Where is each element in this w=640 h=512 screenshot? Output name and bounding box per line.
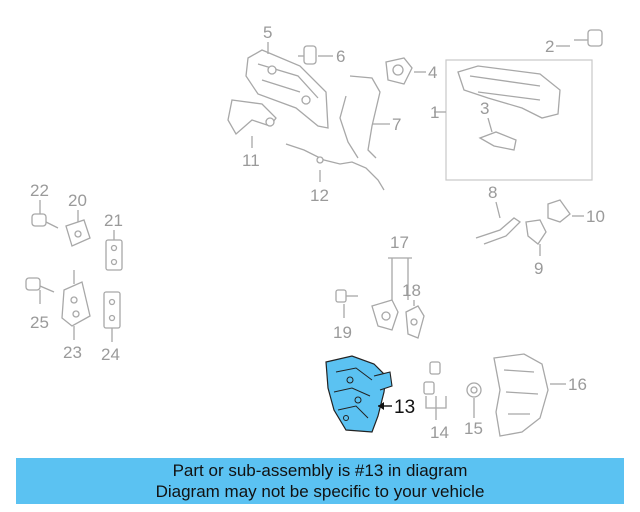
callout-14: 14 — [430, 423, 449, 442]
part-20-hinge: 20 — [65, 191, 91, 247]
part-7-rod: 7 — [339, 75, 401, 159]
parts-diagram: 5 6 4 7 11 12 2 — [25, 23, 605, 442]
callout-16: 16 — [568, 375, 587, 394]
part-6-bolt: 6 — [298, 45, 345, 66]
callout-15: 15 — [464, 419, 483, 438]
callout-19: 19 — [333, 323, 352, 342]
callout-23: 23 — [63, 343, 82, 362]
banner-line-1: Part or sub-assembly is #13 in diagram — [172, 461, 468, 480]
callout-25: 25 — [30, 313, 49, 332]
callout-20: 20 — [68, 191, 87, 210]
callout-4: 4 — [428, 63, 437, 82]
callout-11: 11 — [242, 151, 260, 170]
part-15-grommet: 15 — [464, 382, 483, 438]
callout-17: 17 — [390, 233, 409, 252]
callout-18: 18 — [402, 281, 421, 300]
callout-8: 8 — [488, 183, 497, 202]
callout-6: 6 — [336, 47, 345, 66]
part-2-screw: 2 — [545, 29, 603, 56]
callout-9: 9 — [534, 259, 543, 278]
part-24-plate: 24 — [101, 291, 121, 364]
callout-12: 12 — [310, 186, 329, 205]
part-3-cover: 3 — [478, 99, 517, 151]
callout-1: 1 — [430, 103, 439, 122]
callout-13: 13 — [394, 397, 415, 418]
callout-24: 24 — [101, 345, 120, 364]
callout-2: 2 — [545, 37, 554, 56]
callout-21: 21 — [104, 211, 123, 230]
part-16-lock-cover: 16 — [493, 353, 587, 437]
callout-7: 7 — [392, 115, 401, 134]
part-17-18-19-group: 17 18 19 — [333, 233, 425, 342]
callout-5: 5 — [263, 23, 272, 42]
part-11-inner-handle: 11 — [227, 99, 277, 170]
part-9-clip: 9 — [525, 219, 547, 278]
callout-3: 3 — [480, 99, 489, 118]
part-4-gasket: 4 — [385, 57, 437, 85]
part-21-plate: 21 — [104, 211, 123, 271]
part-8-rod-clip: 8 — [475, 183, 522, 245]
part-10-bracket: 10 — [547, 199, 605, 226]
part-13-door-lock-actuator: 13 — [325, 355, 415, 433]
callout-10: 10 — [586, 207, 605, 226]
part-23-hinge: 23 — [61, 270, 91, 362]
part-22-bolt: 22 — [30, 181, 59, 229]
part-1-outer-handle-box: 1 — [430, 59, 593, 181]
callout-22: 22 — [30, 181, 49, 200]
part-14-screws: 14 — [423, 361, 449, 442]
part-5-handle-frame: 5 — [245, 23, 329, 129]
info-banner: Part or sub-assembly is #13 in diagram D… — [16, 458, 624, 504]
banner-line-2: Diagram may not be specific to your vehi… — [155, 482, 485, 501]
part-12-cable: 12 — [285, 143, 385, 205]
part-25-bolt: 25 — [25, 277, 55, 332]
